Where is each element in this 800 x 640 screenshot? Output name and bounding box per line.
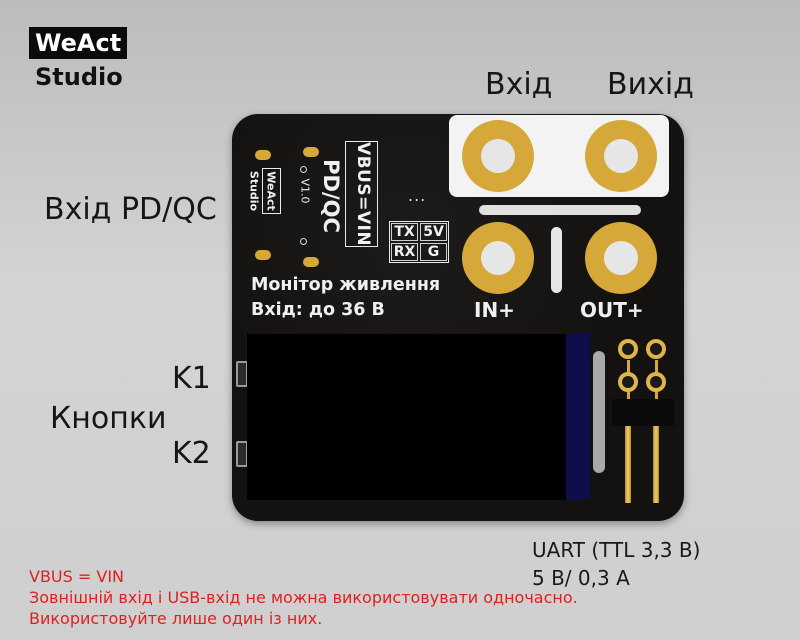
usb-pad-top bbox=[255, 150, 271, 160]
board-input-range: Вхід: до 36 В bbox=[251, 300, 385, 320]
pin-pad-3 bbox=[618, 372, 638, 392]
terminal-hole bbox=[604, 139, 638, 173]
note-line-1: VBUS = VIN bbox=[29, 567, 124, 586]
k2-label: K2 bbox=[172, 436, 211, 471]
pin-pad-4 bbox=[646, 372, 666, 392]
output-label: Вихід bbox=[607, 67, 694, 102]
uart-pin-labels: TX 5V RX G bbox=[389, 221, 449, 263]
board-title: Монітор живлення bbox=[251, 275, 441, 295]
terminal-hole bbox=[481, 241, 515, 275]
input-terminal-top bbox=[462, 120, 534, 192]
pin-pad bbox=[618, 339, 638, 359]
output-terminal-top bbox=[585, 120, 657, 192]
k1-label: K1 bbox=[172, 361, 211, 396]
header-pin-leg-2 bbox=[653, 421, 659, 503]
out-plus-terminal bbox=[585, 222, 657, 294]
board-slot-vertical bbox=[551, 227, 562, 293]
version-label: V1.0 bbox=[298, 178, 312, 204]
brand-box bbox=[262, 168, 281, 214]
lcd-edge bbox=[566, 334, 590, 500]
power-spec: 5 В/ 0,3 А bbox=[532, 566, 630, 590]
terminal-hole bbox=[481, 139, 515, 173]
via-hole bbox=[300, 166, 307, 173]
studio-logo-text: Studio bbox=[35, 63, 123, 91]
board-brand-bottom: Studio bbox=[247, 170, 261, 212]
test-pad-2 bbox=[303, 257, 319, 267]
out-plus-label: OUT+ bbox=[580, 298, 644, 322]
uart-spec: UART (TTL 3,3 В) bbox=[532, 538, 701, 562]
pin-rx-label: RX bbox=[391, 243, 418, 261]
logo-top-text: WeAct bbox=[35, 29, 122, 57]
header-pin-leg bbox=[625, 421, 631, 503]
pin-header-plastic bbox=[612, 399, 674, 426]
pin-g-label: G bbox=[420, 243, 447, 261]
pdqc-label: PD/QC bbox=[319, 159, 343, 233]
pin-tx-label: TX bbox=[391, 223, 418, 241]
pin-pad-2 bbox=[646, 339, 666, 359]
in-plus-terminal bbox=[462, 222, 534, 294]
weact-logo: WeAct bbox=[29, 27, 128, 59]
input-label: Вхід bbox=[485, 67, 553, 102]
in-plus-label: IN+ bbox=[474, 298, 515, 322]
board-slot-horizontal bbox=[479, 205, 641, 215]
vbus-box bbox=[345, 141, 378, 247]
pd-input-label: Вхід PD/QC bbox=[44, 192, 217, 227]
buttons-label: Кнопки bbox=[50, 401, 167, 436]
terminal-hole bbox=[604, 241, 638, 275]
dots-mark: ... bbox=[408, 186, 427, 205]
note-line-2: Зовнішній вхід і USB-вхід не можна викор… bbox=[29, 588, 578, 607]
board-brand-top: WeAct bbox=[264, 171, 278, 211]
pin-5v-label: 5V bbox=[420, 223, 447, 241]
via-hole-2 bbox=[300, 238, 307, 245]
test-pad bbox=[303, 147, 319, 157]
note-line-3: Використовуйте лише один із них. bbox=[29, 609, 323, 628]
usb-pad-bottom bbox=[255, 250, 271, 260]
vbus-label: VBUS=VIN bbox=[353, 141, 373, 247]
lcd-screen bbox=[247, 334, 590, 500]
lcd-side-strip bbox=[593, 351, 605, 473]
